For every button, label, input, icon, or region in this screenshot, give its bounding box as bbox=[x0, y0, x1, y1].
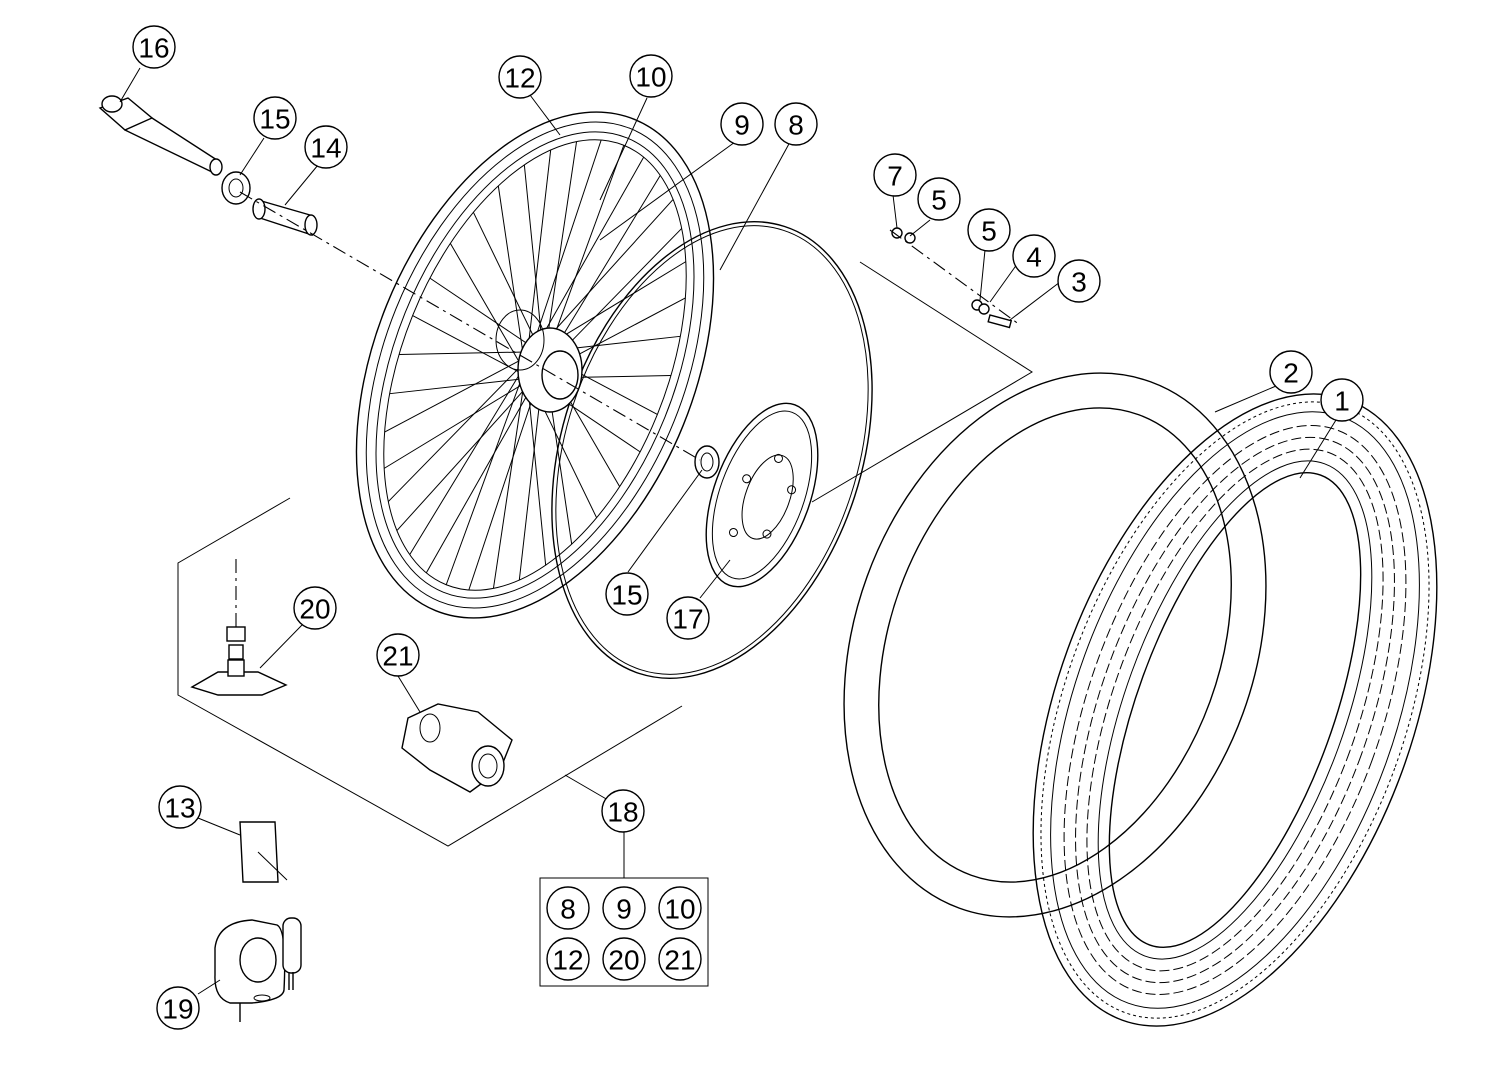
patch-part bbox=[239, 821, 279, 883]
spoke bbox=[527, 149, 552, 350]
svg-text:10: 10 bbox=[635, 62, 666, 93]
spoke bbox=[497, 185, 524, 357]
spoke bbox=[550, 175, 661, 356]
svg-text:12: 12 bbox=[504, 63, 535, 94]
callout-15b: 15 bbox=[605, 572, 649, 616]
svg-text:4: 4 bbox=[1026, 242, 1042, 273]
kit-bracket bbox=[177, 497, 683, 847]
svg-text:16: 16 bbox=[138, 33, 169, 64]
callout-5b: 5 bbox=[967, 208, 1011, 252]
spoke bbox=[384, 358, 523, 433]
axle-bearing-part bbox=[221, 171, 251, 205]
spoke bbox=[449, 243, 521, 365]
spoke bbox=[532, 139, 602, 346]
svg-text:10: 10 bbox=[664, 894, 695, 925]
callout-13: 13 bbox=[158, 785, 202, 829]
callout-18: 18 bbox=[601, 789, 645, 833]
hub-in-wheel bbox=[495, 309, 583, 413]
spoke bbox=[527, 387, 547, 566]
spoke bbox=[518, 380, 543, 581]
spoke bbox=[429, 277, 532, 347]
brake-disc-part bbox=[705, 402, 819, 588]
svg-text:13: 13 bbox=[164, 793, 195, 824]
callout-5a: 5 bbox=[917, 177, 961, 221]
kit-18-item-10: 10 bbox=[658, 886, 702, 930]
callout-12: 12 bbox=[498, 55, 542, 99]
callout-14: 14 bbox=[304, 125, 348, 169]
callout-15a: 15 bbox=[253, 96, 297, 140]
spoke bbox=[412, 315, 520, 373]
spoke bbox=[492, 385, 525, 589]
svg-text:9: 9 bbox=[734, 110, 750, 141]
bolt-bracket bbox=[811, 261, 1033, 503]
svg-text:7: 7 bbox=[887, 161, 903, 192]
kit-18-item-20: 20 bbox=[602, 937, 646, 981]
callout-8: 8 bbox=[774, 102, 818, 146]
svg-text:8: 8 bbox=[560, 894, 576, 925]
spoke bbox=[548, 145, 625, 349]
svg-text:12: 12 bbox=[552, 945, 583, 976]
svg-text:20: 20 bbox=[299, 594, 330, 625]
svg-text:5: 5 bbox=[981, 216, 997, 247]
bearing-part bbox=[694, 445, 720, 479]
svg-text:3: 3 bbox=[1071, 267, 1087, 298]
svg-text:5: 5 bbox=[931, 185, 947, 216]
svg-text:8: 8 bbox=[788, 110, 804, 141]
spoke bbox=[468, 384, 538, 591]
spoke bbox=[543, 199, 674, 343]
callout-7: 7 bbox=[873, 153, 917, 197]
spoke bbox=[396, 387, 527, 531]
svg-text:21: 21 bbox=[382, 641, 413, 672]
spoke bbox=[538, 156, 645, 343]
svg-text:17: 17 bbox=[672, 604, 703, 635]
callout-16: 16 bbox=[132, 25, 176, 69]
svg-text:1: 1 bbox=[1334, 386, 1350, 417]
spoke bbox=[445, 381, 522, 585]
callout-9: 9 bbox=[720, 102, 764, 146]
kit-18-item-8: 8 bbox=[546, 886, 590, 930]
hub-part bbox=[401, 703, 513, 793]
disc-bolts bbox=[889, 227, 1021, 329]
callout-20: 20 bbox=[293, 586, 337, 630]
callout-3: 3 bbox=[1057, 259, 1101, 303]
axle-centre-line bbox=[239, 191, 701, 461]
kit-18-item-12: 12 bbox=[546, 937, 590, 981]
callout-2: 2 bbox=[1269, 350, 1313, 394]
svg-text:15: 15 bbox=[259, 104, 290, 135]
svg-text:19: 19 bbox=[162, 994, 193, 1025]
spoke bbox=[409, 374, 520, 555]
spoke bbox=[547, 261, 687, 346]
svg-text:21: 21 bbox=[664, 945, 695, 976]
gauge-part bbox=[214, 917, 302, 1022]
svg-text:14: 14 bbox=[310, 133, 341, 164]
spoke bbox=[425, 387, 532, 574]
kit-18-item-9: 9 bbox=[602, 886, 646, 930]
svg-text:15: 15 bbox=[611, 580, 642, 611]
inner-tube-part bbox=[843, 372, 1267, 918]
leader-lines bbox=[119, 67, 1337, 995]
tyre-part bbox=[1032, 393, 1438, 1027]
callout-4: 4 bbox=[1012, 234, 1056, 278]
callout-17: 17 bbox=[666, 596, 710, 640]
svg-text:2: 2 bbox=[1283, 358, 1299, 389]
spoke bbox=[472, 212, 538, 344]
axle-part bbox=[98, 95, 223, 176]
kit-18-item-21: 21 bbox=[658, 937, 702, 981]
patch-leader bbox=[257, 851, 288, 881]
callout-19: 19 bbox=[156, 986, 200, 1030]
spoke bbox=[383, 384, 523, 469]
spoke bbox=[545, 141, 578, 345]
spoke bbox=[399, 351, 527, 355]
spoke bbox=[387, 366, 521, 502]
spoke bbox=[389, 378, 520, 395]
callout-10: 10 bbox=[629, 54, 673, 98]
callout-1: 1 bbox=[1320, 378, 1364, 422]
callout-21: 21 bbox=[376, 633, 420, 677]
valve-part bbox=[190, 555, 288, 696]
spoke bbox=[523, 164, 543, 343]
svg-text:18: 18 bbox=[607, 797, 638, 828]
svg-text:20: 20 bbox=[608, 945, 639, 976]
svg-text:9: 9 bbox=[616, 894, 632, 925]
